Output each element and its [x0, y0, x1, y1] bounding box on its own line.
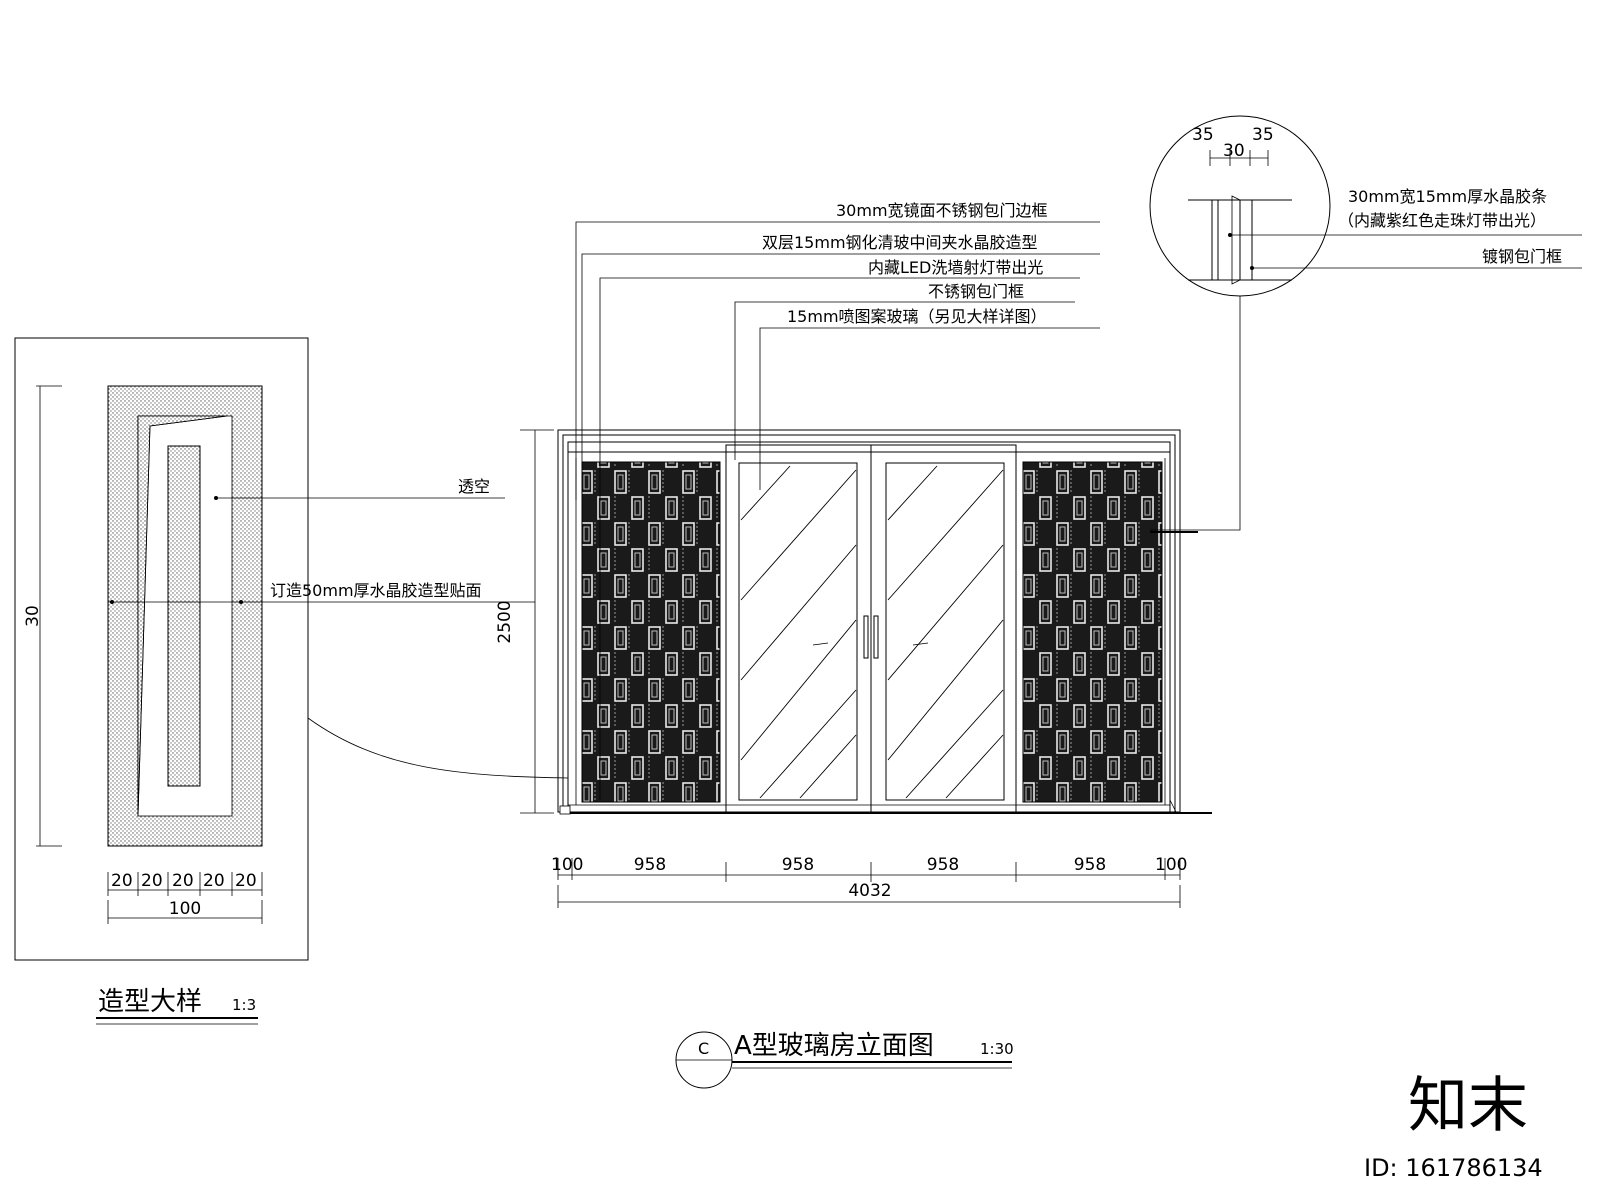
section-circle [1149, 115, 1331, 297]
detail-frame [14, 337, 309, 961]
section-dim-2: 30 [1223, 141, 1245, 161]
callout-printed-glass: 15mm喷图案玻璃（另见大样详图） [787, 307, 1047, 326]
dim-total-width: 4032 [848, 881, 891, 901]
section-label-frame: 镀钢包门框 [1482, 247, 1562, 266]
label-hollow: 透空 [458, 477, 490, 496]
detail-dim-3: 20 [172, 871, 194, 891]
callout-led: 内藏LED洗墙射灯带出光 [868, 258, 1043, 277]
section-label-strip: 30mm宽15mm厚水晶胶条 [1348, 187, 1547, 206]
elevation-title: A型玻璃房立面图 [734, 1031, 934, 1061]
section-detail: 35 30 35 30mm宽15mm厚水晶胶条 （内藏紫红色走珠灯带出光） 镀钢… [1149, 115, 1582, 297]
callout-door-frame: 不锈钢包门框 [928, 282, 1024, 301]
label-facing: 订造50mm厚水晶胶造型贴面 [270, 581, 482, 600]
elevation-height-dim: 2500 [495, 600, 515, 643]
detail-dim-1: 20 [111, 871, 133, 891]
door-right-glass [885, 462, 1005, 801]
dim-left-panel: 958 [634, 855, 666, 875]
elevation-scale: 1:30 [980, 1040, 1014, 1058]
dim-door-left: 958 [782, 855, 814, 875]
watermark: 知末 ID: 161786134 [1364, 1071, 1543, 1182]
detail-dim-5: 20 [235, 871, 257, 891]
watermark-logo: 知末 [1408, 1071, 1528, 1141]
door-handle-left[interactable] [863, 615, 869, 659]
dim-door-right: 958 [927, 855, 959, 875]
detail-drawing: 30 透空 订造50mm厚水晶胶造型贴面 20 20 20 20 20 100 [14, 337, 569, 1025]
detail-title: 造型大样 [98, 987, 202, 1017]
callout-frame-edge: 30mm宽镜面不锈钢包门边框 [836, 201, 1048, 220]
detail-hollow-slot [167, 445, 201, 787]
section-dim-1: 35 [1192, 125, 1214, 145]
detail-dim-4: 20 [203, 871, 225, 891]
door-right-frame [870, 444, 1017, 813]
door-handle-right[interactable] [873, 615, 879, 659]
right-lattice-panel [1022, 461, 1163, 803]
detail-dim-total: 100 [169, 899, 201, 919]
section-label-strip-note: （内藏紫红色走珠灯带出光） [1338, 211, 1546, 230]
dim-right-post: 100 [1155, 855, 1187, 875]
detail-dim-2: 20 [141, 871, 163, 891]
section-dim-3: 35 [1252, 125, 1274, 145]
section-mark: C [698, 1039, 709, 1058]
detail-height-dim: 30 [23, 605, 43, 627]
dim-right-panel: 958 [1074, 855, 1106, 875]
watermark-id: ID: 161786134 [1364, 1154, 1543, 1182]
callout-glass-layers: 双层15mm钢化清玻中间夹水晶胶造型 [762, 233, 1038, 252]
dim-left-post: 100 [551, 855, 583, 875]
detail-scale: 1:3 [232, 996, 256, 1014]
left-lattice-panel [581, 461, 721, 803]
elevation-drawing: 2500 30mm宽镜面不锈钢包门边框 双层15mm钢化清玻中间夹水晶胶造型 内… [495, 201, 1241, 1089]
door-left-glass [738, 462, 858, 801]
